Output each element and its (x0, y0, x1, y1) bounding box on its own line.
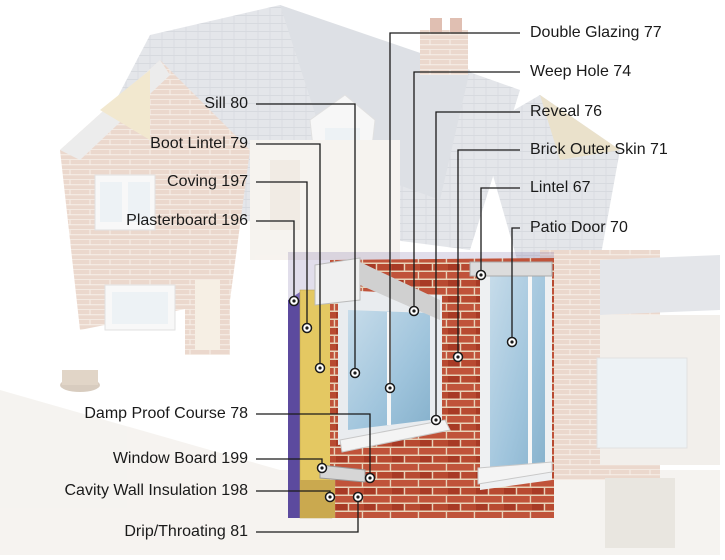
label-patio-door: Patio Door 70 (530, 219, 628, 236)
label-cavity-wall-insulation: Cavity Wall Insulation 198 (64, 482, 249, 499)
label-damp-proof-course: Damp Proof Course 78 (84, 405, 248, 422)
label-brick-outer-skin: Brick Outer Skin 71 (530, 141, 668, 158)
label-double-glazing: Double Glazing 77 (530, 24, 662, 41)
label-coving: Coving 197 (167, 173, 248, 190)
label-lintel: Lintel 67 (530, 179, 591, 196)
label-weep-hole: Weep Hole 74 (530, 63, 632, 80)
label-boot-lintel: Boot Lintel 79 (150, 135, 248, 152)
patio-door (477, 262, 553, 490)
label-window-board: Window Board 199 (112, 450, 248, 467)
label-sill: Sill 80 (204, 95, 248, 112)
label-plasterboard: Plasterboard 196 (126, 212, 248, 229)
leader-lines (256, 32, 520, 533)
label-drip-throating: Drip/Throating 81 (124, 523, 248, 540)
cutaway-detail (288, 252, 554, 519)
label-reveal: Reveal 76 (530, 103, 603, 120)
